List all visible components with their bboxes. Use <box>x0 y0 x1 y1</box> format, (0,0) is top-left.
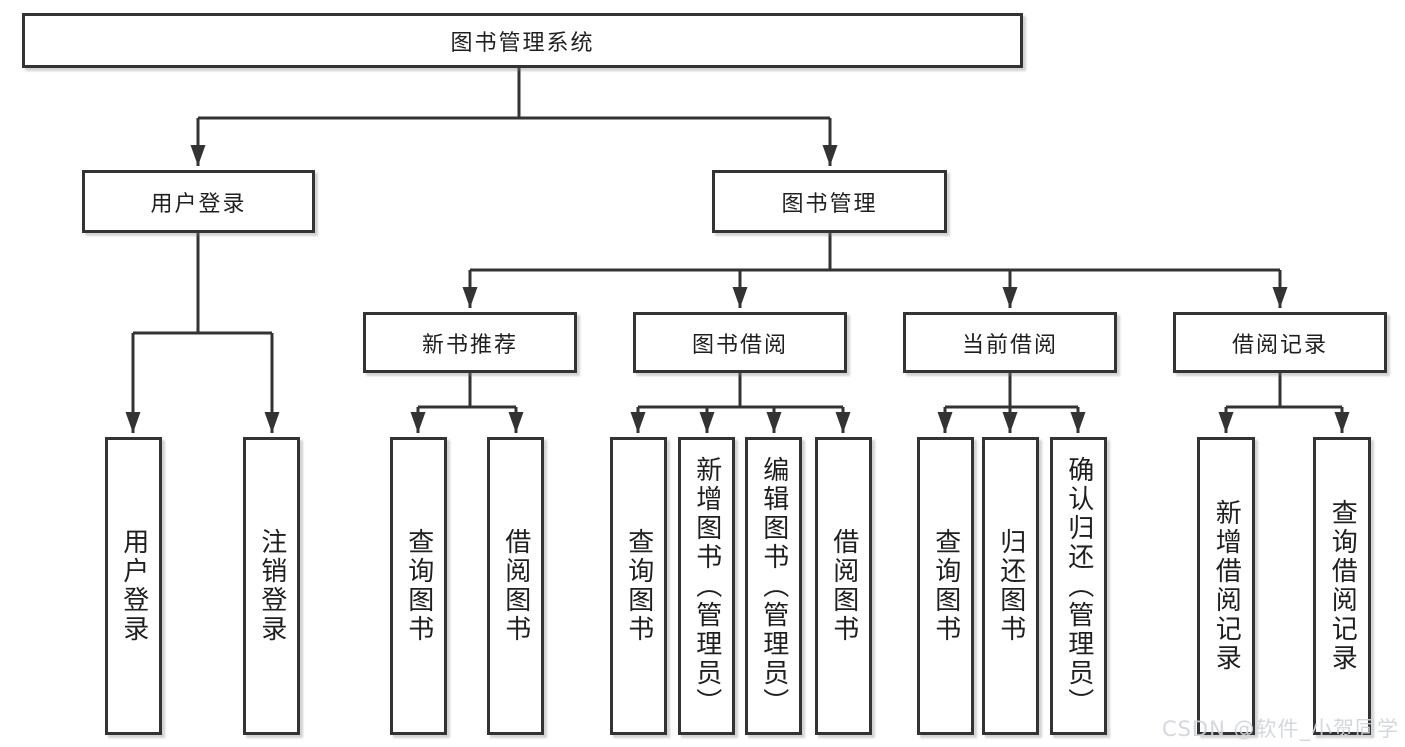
node-borrow-records: 借阅记录 <box>1173 312 1387 373</box>
leaf-current-query-book: 查询图书 <box>917 437 974 735</box>
leaf-records-add-record: 新增借阅记录 <box>1197 437 1255 735</box>
node-new-book-recommend: 新书推荐 <box>363 312 577 373</box>
node-root: 图书管理系统 <box>22 13 1023 68</box>
watermark: CSDN @软件_小贺同学 <box>1161 717 1399 741</box>
leaf-recommend-query-book: 查询图书 <box>390 437 447 735</box>
node-current-borrow: 当前借阅 <box>903 312 1117 373</box>
leaf-user-login: 用户登录 <box>105 437 162 735</box>
leaf-records-query-record: 查询借阅记录 <box>1313 437 1371 735</box>
leaf-borrow-add-book-admin: 新增图书（管理员） <box>678 437 735 735</box>
leaf-borrow-edit-book-admin: 编辑图书（管理员） <box>745 437 802 735</box>
leaf-borrow-query-book: 查询图书 <box>610 437 667 735</box>
leaf-logout: 注销登录 <box>243 437 300 735</box>
leaf-recommend-borrow-book: 借阅图书 <box>487 437 544 735</box>
node-user-login: 用户登录 <box>82 170 315 233</box>
leaf-current-confirm-return-admin: 确认归还（管理员） <box>1050 437 1107 735</box>
node-book-management: 图书管理 <box>712 170 947 233</box>
leaf-borrow-borrow-book: 借阅图书 <box>815 437 872 735</box>
node-book-borrow: 图书借阅 <box>633 312 847 373</box>
leaf-current-return-book: 归还图书 <box>982 437 1039 735</box>
